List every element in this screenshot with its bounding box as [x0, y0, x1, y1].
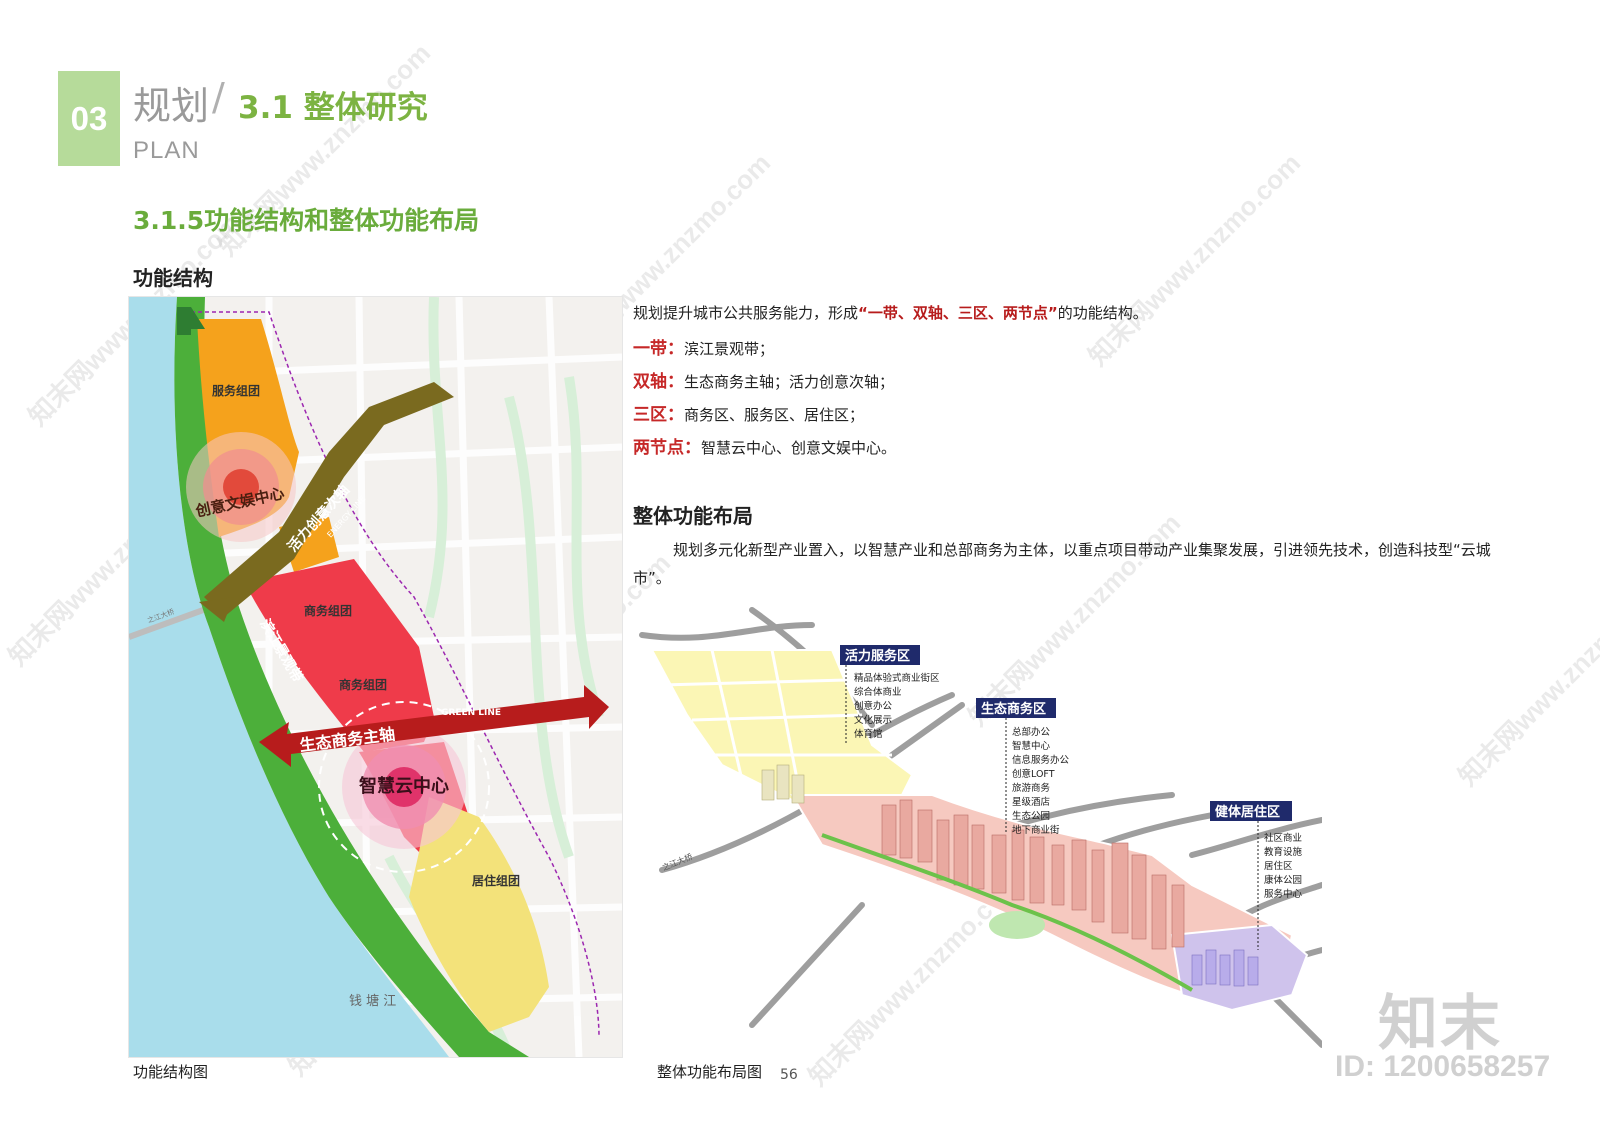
right-map-caption: 整体功能布局图: [657, 1063, 763, 1081]
item-key: 三区：: [633, 405, 684, 425]
left-map-caption: 功能结构图: [133, 1063, 209, 1081]
func-structure-heading: 功能结构: [133, 266, 213, 290]
intro-suffix: 的功能结构。: [1057, 304, 1148, 322]
structure-item-belt: 一带：滨江景观带；: [633, 334, 774, 359]
intro-paragraph: 规划提升城市公共服务能力，形成“一带、双轴、三区、两节点”的功能结构。: [633, 302, 1148, 324]
chapter-title-en: PLAN: [133, 137, 200, 164]
label-green-en: GREEN LINE: [441, 708, 501, 718]
label-service-group: 服务组团: [212, 383, 260, 398]
watermark-text: 知末网www.znzmo.com: [1082, 147, 1307, 372]
zone-business-item: 信息服务办公: [1012, 754, 1070, 766]
chapter-title-cn: 规划: [133, 84, 210, 128]
zone-business-title: 生态商务区: [981, 701, 1046, 717]
intro-prefix: 规划提升城市公共服务能力，形成: [633, 304, 859, 322]
section-number: 03: [70, 100, 108, 137]
zone-business-block: 生态商务区 总部办公 智慧中心 信息服务办公 创意LOFT 旅游商务 星级酒店 …: [976, 698, 1070, 836]
zone-business-item: 星级酒店: [1012, 796, 1050, 808]
item-key: 双轴：: [633, 372, 684, 392]
item-value: 商务区、服务区、居住区；: [684, 406, 865, 424]
watermark-logo: 知末: [1378, 989, 1502, 1059]
zone-residential-item: 康体公园: [1264, 874, 1302, 886]
function-structure-map: 服务组团 商务组团 商务组团 居住组团 创意文娱中心 智慧云中心 活力创意次轴 …: [128, 296, 623, 1058]
zone-business-item: 旅游商务: [1012, 782, 1051, 794]
zone-service-block: 活力服务区 精品体验式商业街区 综合体商业 创意办公 文化展示 体育馆: [840, 645, 940, 743]
zone-service-item: 精品体验式商业街区: [854, 672, 940, 684]
title-slash: /: [212, 75, 225, 119]
zone-service-item: 文化展示: [854, 714, 892, 726]
zone-business-item: 总部办公: [1012, 726, 1051, 738]
zone-residential-item: 社区商业: [1264, 832, 1302, 844]
item-value: 生态商务主轴；活力创意次轴；: [684, 373, 895, 391]
label-business-group-1: 商务组团: [304, 603, 352, 618]
zone-business-item: 创意LOFT: [1012, 768, 1055, 780]
zone-business-item: 生态公园: [1012, 810, 1050, 822]
page-number: 56: [780, 1067, 798, 1083]
zone-service-item: 体育馆: [854, 728, 883, 740]
label-river: 钱 塘 江: [349, 993, 396, 1009]
zone-residential-block: 健体居住区 社区商业 教育设施 居住区 康体公园 服务中心: [1210, 801, 1303, 950]
watermark-id: ID: 1200658257: [1335, 1050, 1551, 1083]
label-residential-group: 居住组团: [472, 873, 520, 888]
item-value: 滨江景观带；: [684, 340, 775, 358]
structure-item-zones: 三区：商务区、服务区、居住区；: [633, 400, 864, 425]
watermark-text: 知末网www.znzmo.com: [1452, 567, 1600, 792]
label-bridge-right: 之江大桥: [660, 851, 693, 872]
overall-layout-heading: 整体功能布局: [633, 504, 753, 528]
zone-service-title: 活力服务区: [845, 648, 910, 664]
overall-layout-description: 规划多元化新型产业置入，以智慧产业和总部商务为主体，以重点项目带动产业集聚发展，…: [633, 541, 1491, 587]
section-title: 3.1 整体研究: [238, 90, 428, 126]
item-value: 智慧云中心、创意文娱中心。: [701, 439, 897, 457]
overall-layout-map: 活力服务区 精品体验式商业街区 综合体商业 创意办公 文化展示 体育馆 生态商务…: [632, 605, 1322, 1055]
label-smart-cloud-center: 智慧云中心: [359, 775, 449, 797]
item-key: 一带：: [633, 339, 684, 359]
zone-service-item: 综合体商业: [854, 686, 902, 698]
item-key: 两节点：: [633, 438, 701, 458]
zone-residential-item: 居住区: [1264, 860, 1293, 872]
zone-business-item: 地下商业街: [1012, 824, 1060, 836]
structure-item-axes: 双轴：生态商务主轴；活力创意次轴；: [633, 367, 894, 392]
zone-business-item: 智慧中心: [1012, 740, 1051, 752]
intro-highlight: “一带、双轴、三区、两节点”: [858, 304, 1058, 322]
zone-service-item: 创意办公: [854, 700, 893, 712]
structure-item-nodes: 两节点：智慧云中心、创意文娱中心。: [633, 433, 896, 458]
subsection-title: 3.1.5功能结构和整体功能布局: [133, 206, 480, 235]
zone-residential-item: 教育设施: [1264, 846, 1303, 858]
zone-residential-item: 服务中心: [1264, 888, 1303, 900]
zone-residential-title: 健体居住区: [1215, 804, 1280, 820]
section-badge: [58, 71, 120, 166]
label-business-group-2: 商务组团: [339, 677, 387, 692]
